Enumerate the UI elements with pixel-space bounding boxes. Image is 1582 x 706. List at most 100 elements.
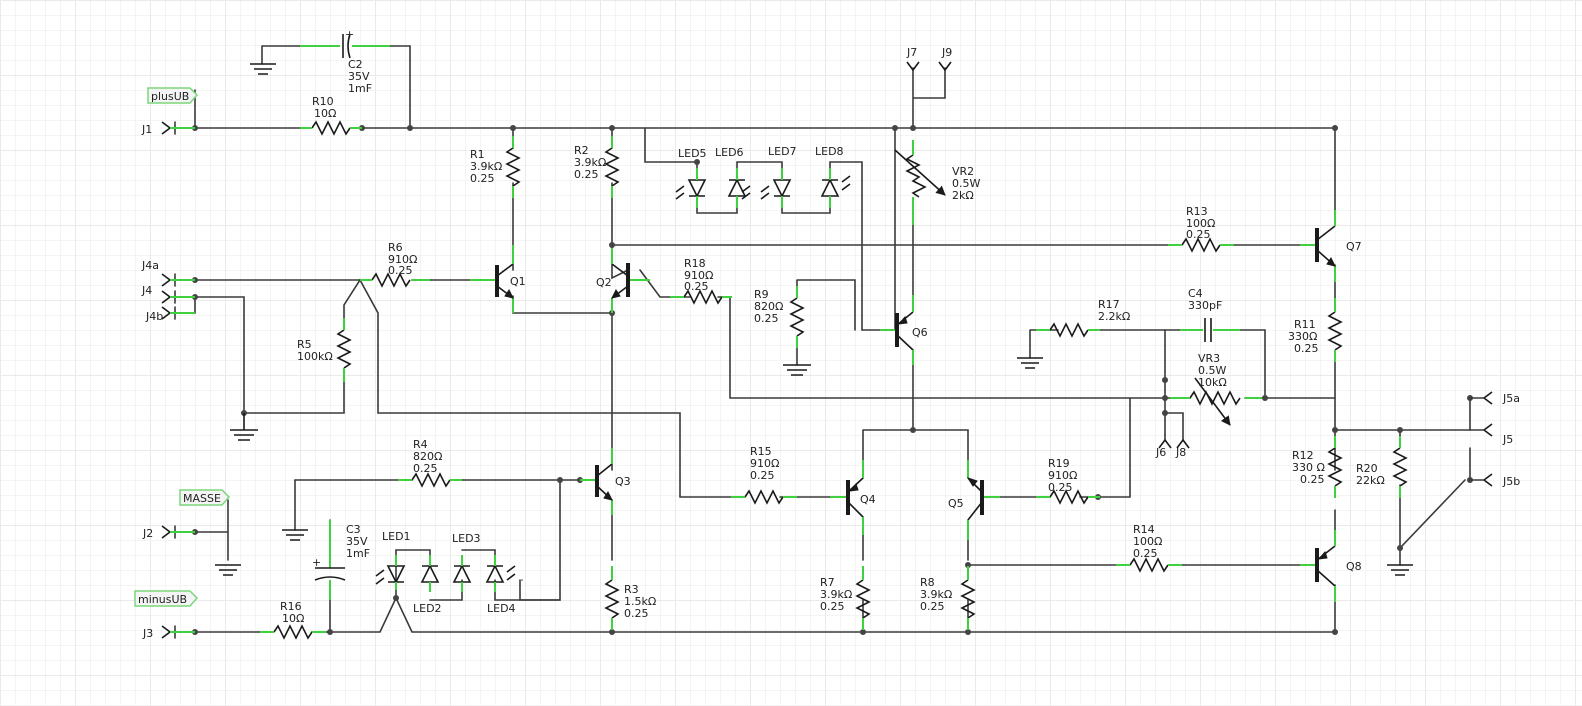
ground-icon: [1387, 564, 1413, 576]
r1-power: 0.25: [470, 172, 495, 185]
junctions: [192, 125, 1473, 635]
r20-value: 22kΩ: [1356, 474, 1385, 487]
r10-name: R10: [312, 95, 334, 108]
r2-name: R2: [574, 144, 589, 157]
ground-icon: [282, 529, 308, 541]
q2-label: Q2: [596, 276, 612, 289]
led1-icon: [375, 555, 406, 590]
r3-power: 0.25: [624, 607, 649, 620]
vr3-power: 0.5W: [1198, 364, 1226, 377]
c3-value: 1mF: [346, 547, 370, 560]
r7-name: R7: [820, 576, 835, 589]
c3-curved-plate: [314, 576, 346, 581]
c2-value: 1mF: [348, 82, 372, 95]
r13-value: 100Ω: [1186, 217, 1215, 230]
led5-label: LED5: [678, 147, 707, 160]
r12-power: 0.25: [1300, 473, 1325, 486]
vr2-zigzag: [905, 154, 927, 198]
port-label: plusUB: [151, 90, 189, 103]
j4a-label: J4a: [141, 259, 159, 272]
ground-icon: [215, 564, 241, 576]
r19-name: R19: [1048, 457, 1070, 470]
r7-power: 0.25: [820, 600, 845, 613]
r12-name: R12: [1292, 449, 1314, 462]
j6-pin-icon: [1158, 438, 1172, 449]
j7-pin-icon: [906, 61, 920, 72]
r12-zigzag: [1327, 447, 1343, 487]
j1-pin-icon: [161, 121, 172, 135]
c2-plus-sign: +: [345, 28, 354, 41]
wires: [174, 45, 1471, 633]
r20-zigzag: [1392, 447, 1408, 487]
r13-name: R13: [1186, 205, 1208, 218]
r13-power: 0.25: [1186, 228, 1211, 241]
r5-name: R5: [297, 338, 312, 351]
r8-zigzag: [960, 579, 976, 619]
c4-name: C4: [1188, 287, 1203, 300]
ground-icon: [1017, 357, 1043, 369]
led6-label: LED6: [715, 146, 744, 159]
led-symbols: [375, 168, 851, 592]
led8-label: LED8: [815, 145, 844, 158]
r6-name: R6: [388, 241, 403, 254]
r4-zigzag: [411, 472, 451, 488]
q7-npn-icon: [1300, 210, 1336, 282]
r3-value: 1.5kΩ: [624, 595, 656, 608]
j5b-pin-icon: [1482, 473, 1493, 487]
r4-name: R4: [413, 438, 428, 451]
r14-zigzag: [1129, 557, 1169, 573]
j8-pin-icon: [1176, 438, 1190, 449]
led2-icon: [420, 555, 440, 592]
led4-label: LED4: [487, 602, 516, 615]
led3-label: LED3: [452, 532, 481, 545]
r6-value: 910Ω: [388, 253, 417, 266]
j2-label: J2: [142, 527, 153, 540]
q5-npn-icon: [966, 460, 1000, 540]
q5-label: Q5: [948, 497, 964, 510]
r19-value: 910Ω: [1048, 469, 1077, 482]
j5-pin-icon: [1482, 423, 1493, 437]
q1-label: Q1: [510, 275, 526, 288]
r3-name: R3: [624, 583, 639, 596]
c3-voltage: 35V: [346, 535, 368, 548]
r3-zigzag: [604, 579, 620, 619]
r9-value: 820Ω: [754, 300, 783, 313]
r9-name: R9: [754, 288, 769, 301]
r20-name: R20: [1356, 462, 1378, 475]
c4-value: 330pF: [1188, 299, 1222, 312]
q6-pnp-icon: [880, 295, 914, 365]
j5-label: J5: [1502, 433, 1513, 446]
c3-plus-sign: +: [312, 556, 321, 569]
r16-name: R16: [280, 600, 302, 613]
j9-pin-icon: [938, 61, 952, 72]
led5-icon: [675, 168, 707, 208]
q2-pnp-icon: [611, 248, 650, 313]
ground-symbols: [215, 63, 1413, 576]
led7-icon: [760, 168, 792, 208]
r5-value: 100kΩ: [297, 350, 333, 363]
r19-power: 0.25: [1048, 481, 1073, 494]
r8-value: 3.9kΩ: [920, 588, 952, 601]
j5a-label: J5a: [1502, 392, 1520, 405]
r4-value: 820Ω: [413, 450, 442, 463]
vr3-zigzag: [1189, 390, 1241, 406]
ground-icon: [783, 364, 811, 376]
r8-name: R8: [920, 576, 935, 589]
q3-npn-icon: [580, 448, 613, 515]
port-tag-masse: MASSE: [179, 489, 231, 506]
resistor-symbols: [260, 120, 1408, 640]
q7-label: Q7: [1346, 240, 1362, 253]
j2-pin-icon: [161, 525, 172, 539]
j3-label: J3: [142, 627, 153, 640]
r6-zigzag: [371, 272, 411, 288]
r15-power: 0.25: [750, 469, 775, 482]
potentiometer-symbols: [894, 140, 1262, 426]
port-tag-plusub: plusUB: [147, 87, 199, 104]
r10-zigzag: [311, 120, 351, 136]
r15-zigzag: [744, 489, 784, 505]
r11-zigzag: [1327, 311, 1343, 351]
vr3-value: 10kΩ: [1198, 376, 1227, 389]
j4-pin-icon: [161, 290, 172, 304]
r10-value: 10Ω: [314, 107, 336, 120]
